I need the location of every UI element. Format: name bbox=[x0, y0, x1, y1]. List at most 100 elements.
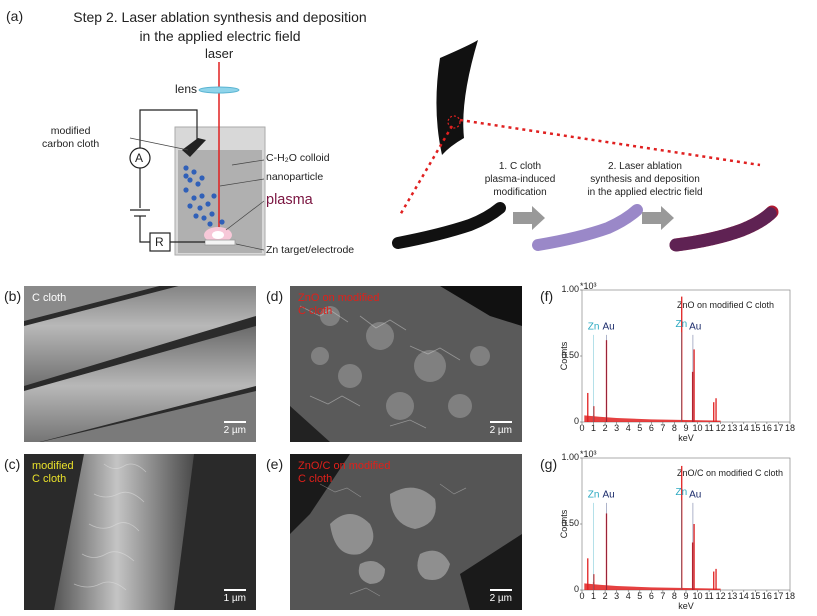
plasma-label: plasma bbox=[266, 192, 313, 208]
sem-c-caption-line1: modified bbox=[32, 460, 74, 472]
zoom-circle bbox=[447, 115, 461, 129]
sem-c-scale-text: 1 µm bbox=[223, 593, 246, 604]
sem-image-b: C cloth 2 µm bbox=[24, 286, 256, 442]
step1-line1: 1. C cloth bbox=[498, 161, 542, 172]
step1-line3: modification bbox=[493, 187, 547, 198]
element-label: Au bbox=[689, 322, 701, 333]
y-tick-label: 0 bbox=[574, 584, 579, 594]
y-axis-label: Counts bbox=[559, 509, 569, 538]
sem-e-scale-text: 2 µm bbox=[489, 593, 512, 604]
process-diagram bbox=[392, 40, 779, 252]
x-tick-label: 10 bbox=[693, 591, 703, 601]
y-tick-label: 1.00 bbox=[561, 452, 579, 462]
x-tick-label: 0 bbox=[579, 591, 584, 601]
sem-c-scalebar: 1 µm bbox=[224, 589, 246, 604]
process-arrow-2 bbox=[642, 206, 674, 230]
panel-label-b: (b) bbox=[4, 288, 22, 304]
sem-image-e: ZnO/C on modified C cloth 2 µm bbox=[290, 454, 522, 610]
x-tick-label: 17 bbox=[773, 591, 783, 601]
x-axis-label: keV bbox=[678, 433, 694, 443]
sem-e-texture bbox=[290, 454, 522, 610]
x-tick-label: 15 bbox=[750, 423, 760, 433]
element-label: Au bbox=[602, 490, 614, 501]
step1-line2: plasma-induced bbox=[484, 174, 556, 185]
step2-line3: in the applied electric field bbox=[587, 187, 703, 198]
spectrum-baseline bbox=[584, 415, 721, 422]
modified-cloth-line1: modified bbox=[50, 125, 91, 137]
x-tick-label: 5 bbox=[637, 591, 642, 601]
x-tick-label: 2 bbox=[603, 423, 608, 433]
sem-image-c: modified C cloth 1 µm bbox=[24, 454, 256, 610]
x-tick-label: 16 bbox=[762, 423, 772, 433]
x-tick-label: 3 bbox=[614, 423, 619, 433]
plot-frame bbox=[581, 289, 791, 423]
element-label: Zn bbox=[676, 319, 688, 330]
x-tick-label: 10 bbox=[693, 423, 703, 433]
chart-title: ZnO/C on modified C cloth bbox=[677, 468, 783, 478]
colloid-label: C-H₂O colloid bbox=[266, 152, 330, 164]
panel-label-a: (a) bbox=[6, 8, 24, 24]
x-tick-label: 18 bbox=[785, 423, 795, 433]
sem-d-caption-line2: C cloth bbox=[298, 305, 333, 317]
x-tick-label: 13 bbox=[727, 591, 737, 601]
element-label: Zn bbox=[588, 490, 600, 501]
y-exponent: *10³ bbox=[580, 282, 597, 291]
plot-frame bbox=[581, 457, 791, 591]
schematic-title-line2: in the applied electric field bbox=[139, 28, 301, 44]
x-tick-label: 14 bbox=[739, 591, 749, 601]
resistor-symbol: R bbox=[155, 235, 164, 249]
nanoparticles bbox=[183, 165, 225, 227]
step1-text: 1. C cloth plasma-induced modification bbox=[470, 160, 570, 199]
y-tick-label: 0 bbox=[574, 416, 579, 426]
setup-schematic bbox=[129, 62, 266, 256]
x-tick-label: 18 bbox=[785, 591, 795, 601]
x-tick-label: 6 bbox=[649, 591, 654, 601]
lens-shape bbox=[198, 86, 240, 94]
x-tick-label: 14 bbox=[739, 423, 749, 433]
y-tick-label: 0.50 bbox=[561, 350, 579, 360]
spectrum-baseline bbox=[584, 583, 721, 590]
sem-c-texture bbox=[24, 454, 256, 610]
sem-c-caption-line2: C cloth bbox=[32, 473, 67, 485]
zoom-line-left bbox=[398, 125, 454, 216]
element-label: Zn bbox=[676, 487, 688, 498]
resistor-box bbox=[149, 232, 171, 252]
x-tick-label: 0 bbox=[579, 423, 584, 433]
y-exponent: *10³ bbox=[580, 450, 597, 459]
x-tick-label: 9 bbox=[683, 423, 688, 433]
nanoparticle-label: nanoparticle bbox=[266, 171, 324, 183]
x-tick-label: 11 bbox=[704, 591, 713, 601]
x-tick-label: 8 bbox=[672, 423, 677, 433]
x-tick-label: 1 bbox=[591, 423, 596, 433]
zn-target-label: Zn target/electrode bbox=[266, 244, 355, 256]
x-tick-label: 4 bbox=[626, 423, 631, 433]
zoom-line-right bbox=[459, 118, 761, 167]
element-label: Au bbox=[602, 322, 614, 333]
x-tick-label: 12 bbox=[716, 591, 726, 601]
sem-d-scale-text: 2 µm bbox=[489, 425, 512, 436]
fiber-modified bbox=[532, 204, 643, 251]
panel-label-g: (g) bbox=[540, 456, 558, 472]
x-tick-label: 15 bbox=[750, 591, 760, 601]
x-tick-label: 13 bbox=[727, 423, 737, 433]
y-axis-label: Counts bbox=[559, 341, 569, 370]
step2-line1: 2. Laser ablation bbox=[608, 161, 682, 172]
panel-label-d: (d) bbox=[266, 288, 284, 304]
process-arrow-1 bbox=[513, 206, 545, 230]
x-axis-label: keV bbox=[678, 601, 694, 611]
modified-cloth-label: modified carbon cloth bbox=[42, 125, 99, 151]
x-tick-label: 12 bbox=[716, 423, 726, 433]
y-tick-label: 0.50 bbox=[561, 518, 579, 528]
x-tick-label: 8 bbox=[672, 591, 677, 601]
sem-b-scale-text: 2 µm bbox=[223, 425, 246, 436]
y-tick-label: 1.00 bbox=[561, 284, 579, 294]
ammeter-circle bbox=[129, 147, 151, 169]
schematic-title-line1: Step 2. Laser ablation synthesis and dep… bbox=[73, 9, 367, 25]
sem-b-scalebar: 2 µm bbox=[224, 421, 246, 436]
sem-image-d: ZnO on modified C cloth 2 µm bbox=[290, 286, 522, 442]
carbon-cloth-sample bbox=[182, 138, 206, 157]
sem-d-scalebar: 2 µm bbox=[490, 421, 512, 436]
zn-target bbox=[204, 239, 236, 246]
